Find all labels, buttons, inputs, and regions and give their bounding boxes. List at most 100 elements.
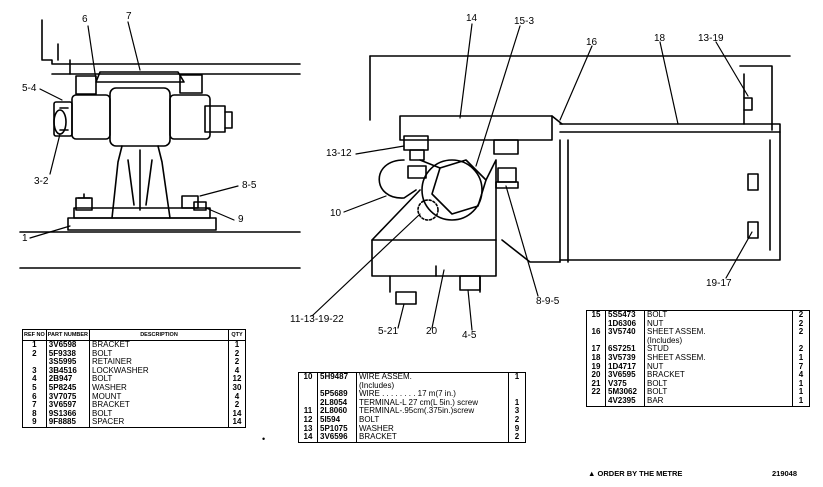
part-number-cell — [317, 381, 357, 391]
description-cell: BOLT — [89, 375, 229, 384]
triangle-icon: ▲ — [588, 469, 596, 478]
qty-cell: 2 — [234, 357, 240, 367]
qty-cell: 3 — [514, 406, 520, 416]
ref-cell: 10 — [299, 372, 318, 382]
ref-cell — [587, 319, 606, 329]
callout-20: 20 — [426, 326, 438, 337]
qty-cell: 1 — [514, 397, 520, 407]
description-cell: WASHER — [356, 424, 509, 434]
callout-7: 7 — [126, 11, 132, 22]
description-cell: WASHER — [89, 383, 229, 393]
callout-18: 18 — [654, 33, 666, 44]
ref-cell: 22 — [587, 388, 606, 397]
ref-cell — [299, 398, 318, 408]
description-cell: BOLT — [356, 415, 509, 425]
callout-9: 9 — [238, 214, 244, 225]
part-number-cell: 6S7251 — [605, 345, 645, 354]
description-cell: MOUNT — [89, 392, 229, 402]
callout-5-4: 5-4 — [22, 83, 37, 94]
qty-cell: 1 — [798, 378, 804, 388]
ref-cell: 8 — [23, 409, 47, 419]
description-cell: STUD — [644, 345, 793, 354]
description-cell: LOCKWASHER — [89, 366, 229, 376]
part-number-cell: 3V6598 — [46, 340, 91, 350]
part-number-cell: 5P5689 — [317, 390, 357, 399]
left-mount-assembly — [19, 19, 301, 269]
description-cell: NUT — [644, 362, 793, 372]
callout-14: 14 — [466, 13, 478, 24]
part-number-cell: 3V6595 — [605, 371, 645, 380]
description-cell: SHEET ASSEM. — [644, 353, 793, 363]
callout-3-2: 3-2 — [34, 176, 49, 187]
dot-mark: • — [262, 434, 266, 444]
qty-cell: 14 — [232, 408, 242, 418]
part-number-cell: 3V5740 — [605, 328, 645, 337]
qty-cell: 2 — [798, 310, 804, 319]
qty-cell: 1 — [798, 352, 804, 362]
illustration-number: 219048 — [772, 469, 798, 478]
part-number-cell: 1D6306 — [605, 319, 645, 329]
qty-cell: 9 — [514, 423, 520, 433]
header-description: DESCRIPTION — [89, 330, 229, 341]
leader-lines — [29, 21, 753, 331]
description-cell: BRACKET — [89, 401, 229, 410]
qty-cell: 2 — [798, 344, 804, 354]
qty-cell: 2 — [798, 318, 804, 328]
description-cell: BRACKET — [356, 433, 509, 442]
part-number-cell: 9S1366 — [46, 409, 91, 419]
callout-8-5: 8-5 — [242, 180, 257, 191]
ref-cell: 12 — [299, 415, 318, 425]
ref-cell: 2 — [23, 349, 47, 359]
qty-cell: 1 — [234, 340, 240, 349]
ref-cell: 15 — [587, 310, 606, 320]
part-number-cell: 4V2395 — [605, 396, 645, 406]
callout-4-5: 4-5 — [462, 330, 477, 341]
ref-cell — [299, 390, 318, 399]
qty-cell: 2 — [234, 400, 240, 410]
part-number-cell: 5M3062 — [605, 388, 645, 397]
description-cell: NUT — [644, 319, 793, 329]
callout-6: 6 — [82, 14, 88, 25]
part-number-cell: 3V7075 — [46, 392, 91, 402]
header-part-number: PART NUMBER — [46, 330, 91, 341]
description-cell: BAR — [644, 396, 793, 406]
callout-8-9-5: 8-9-5 — [536, 296, 560, 307]
part-number-cell: 2L8060 — [317, 407, 357, 416]
part-number-cell: 5I594 — [317, 415, 357, 425]
description-cell: TERMINAL-L 27 cm(L 5in.) screw — [356, 398, 509, 408]
part-number-cell: 1D4717 — [605, 362, 645, 372]
ref-cell: 5 — [23, 383, 47, 393]
qty-cell: 2 — [514, 414, 520, 424]
qty-cell: 7 — [798, 361, 804, 371]
qty-cell: 14 — [232, 417, 242, 427]
part-number-cell: 5P8245 — [46, 383, 91, 393]
callout-10: 10 — [330, 208, 342, 219]
part-number-cell: 5H9487 — [317, 372, 357, 382]
ref-cell: 20 — [587, 371, 606, 380]
description-cell: BRACKET — [89, 340, 229, 350]
ref-cell: 4 — [23, 375, 47, 384]
description-cell: SHEET ASSEM. — [644, 328, 793, 337]
ref-cell: 21 — [587, 379, 606, 389]
ref-cell: 17 — [587, 345, 606, 354]
description-cell: BRACKET — [644, 371, 793, 380]
ref-cell — [299, 381, 318, 391]
ref-cell — [587, 396, 606, 406]
